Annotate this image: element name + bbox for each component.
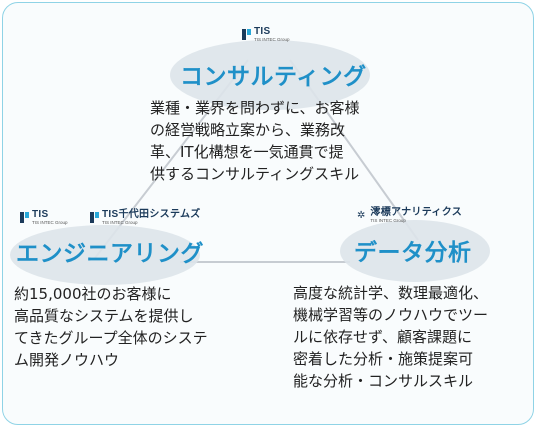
engineering-heading: エンジニアリング [16, 241, 204, 267]
analytics-blob [340, 220, 490, 282]
engineering-chiyoda-logo: TIS千代田システムズ TIS INTEC Group [90, 210, 201, 226]
analytics-miotsukushi-logo: ✲ 澪標アナリティクス TIS INTEC Group [357, 208, 462, 224]
consulting-tis-logo: TIS TIS INTEC Group [242, 27, 290, 43]
logo-group: TIS INTEC Group [32, 220, 68, 225]
analytics-description: 高度な統計学、数理最適化、 機械学習等のノウハウでツー ルに依存せず、顧客課題に… [293, 284, 489, 390]
tis-logo-icon [20, 212, 29, 224]
logo-name: TIS [254, 26, 271, 37]
logo-name: TIS千代田システムズ [102, 209, 201, 220]
logo-name: 澪標アナリティクス [370, 207, 462, 218]
miotsukushi-logo-icon: ✲ [357, 210, 366, 222]
consulting-description: 業種・業界を問わずに、お客様 の経営戦略立案から、業務改 革、IT化構想を一気通… [150, 99, 360, 183]
engineering-description: 約15,000社のお客様に 高品質なシステムを提供し てきたグループ全体のシステ… [14, 285, 208, 369]
logo-group: TIS INTEC Group [102, 220, 138, 225]
engineering-blob [10, 225, 200, 285]
logo-group: TIS INTEC Group [370, 218, 406, 223]
analytics-heading: データ分析 [354, 240, 472, 266]
tis-logo-icon [242, 29, 251, 41]
consulting-heading: コンサルティング [180, 64, 367, 90]
engineering-tis-logo: TIS TIS INTEC Group [20, 210, 68, 226]
tis-logo-icon [90, 212, 99, 224]
logo-name: TIS [32, 209, 49, 220]
consulting-blob [170, 40, 370, 110]
logo-group: TIS INTEC Group [254, 37, 290, 42]
